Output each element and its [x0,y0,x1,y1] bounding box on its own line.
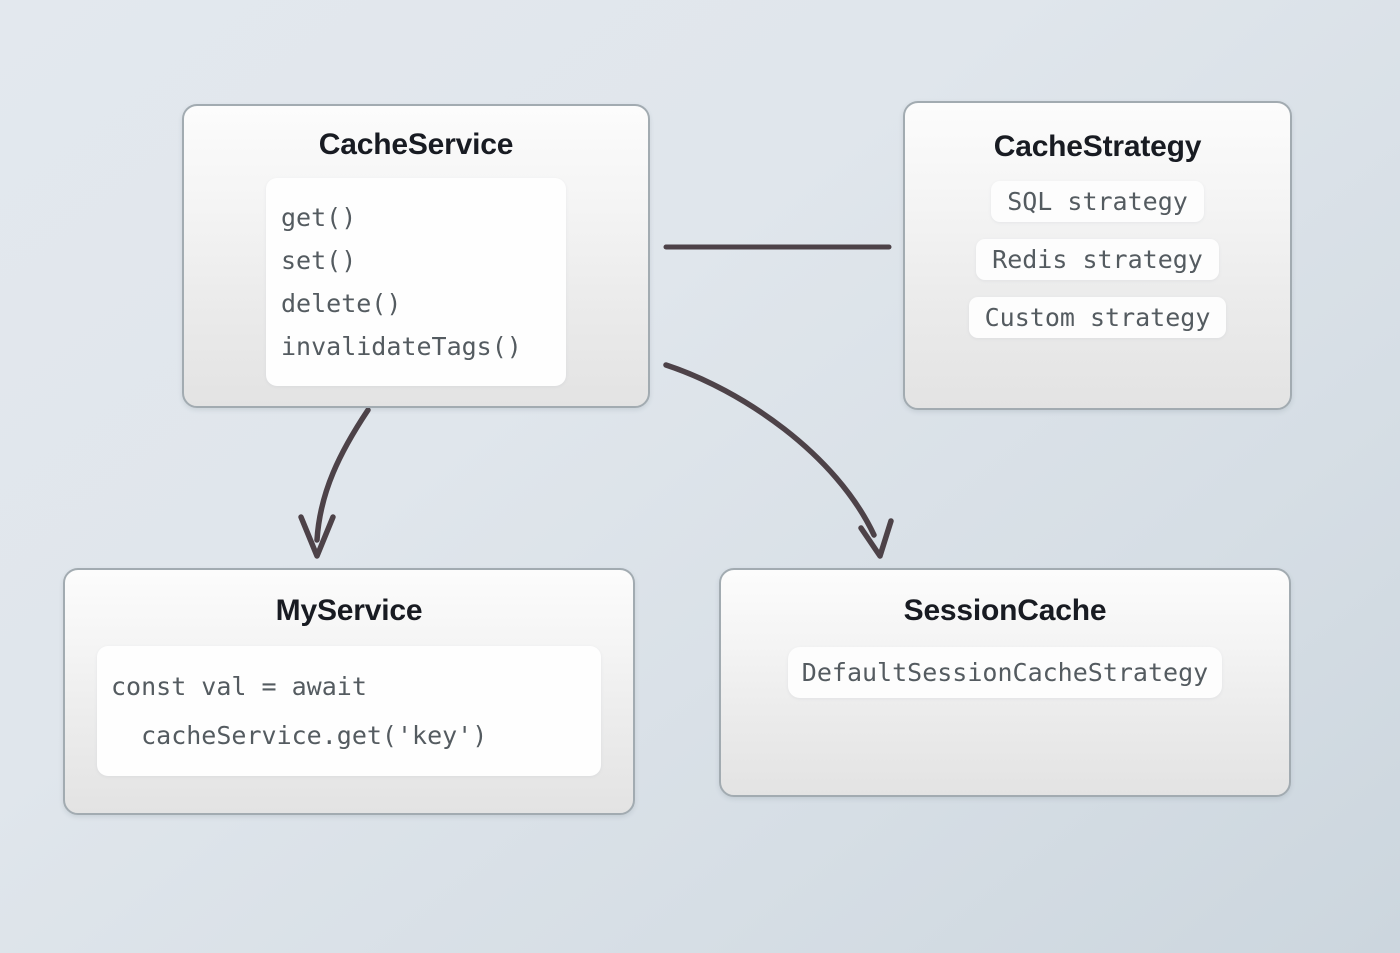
cache-service-method-list: get() set() delete() invalidateTags() [266,178,566,386]
cache-strategy-option-list: SQL strategy Redis strategy Custom strat… [968,181,1227,338]
arrowhead-myservice [298,514,336,559]
node-session-cache[interactable]: SessionCache DefaultSessionCacheStrategy [719,568,1291,797]
code-line: const val = await [111,672,367,701]
session-cache-strategy-pill[interactable]: DefaultSessionCacheStrategy [787,647,1223,698]
method-item: get() [281,203,357,232]
strategy-pill-custom[interactable]: Custom strategy [968,297,1227,338]
code-line: cacheService.get('key') [111,721,488,750]
node-title-session-cache: SessionCache [903,594,1107,627]
method-item: set() [281,246,357,275]
node-title-cache-strategy: CacheStrategy [993,130,1202,163]
node-cache-strategy[interactable]: CacheStrategy SQL strategy Redis strateg… [903,101,1292,410]
strategy-pill-redis[interactable]: Redis strategy [976,239,1219,280]
node-my-service[interactable]: MyService const val = await cacheService… [63,568,635,815]
node-cache-service[interactable]: CacheService get() set() delete() invali… [182,104,650,408]
method-item: delete() [281,289,402,318]
strategy-pill-sql[interactable]: SQL strategy [991,181,1204,222]
connector-cacheservice-myservice [314,407,371,543]
my-service-code-snippet: const val = await cacheService.get('key'… [97,646,601,776]
node-title-cache-service: CacheService [318,128,514,161]
method-item: invalidateTags() [281,332,522,361]
node-title-my-service: MyService [275,594,423,627]
arrowhead-sessioncache [858,518,894,559]
connector-cacheservice-sessioncache [663,362,877,538]
